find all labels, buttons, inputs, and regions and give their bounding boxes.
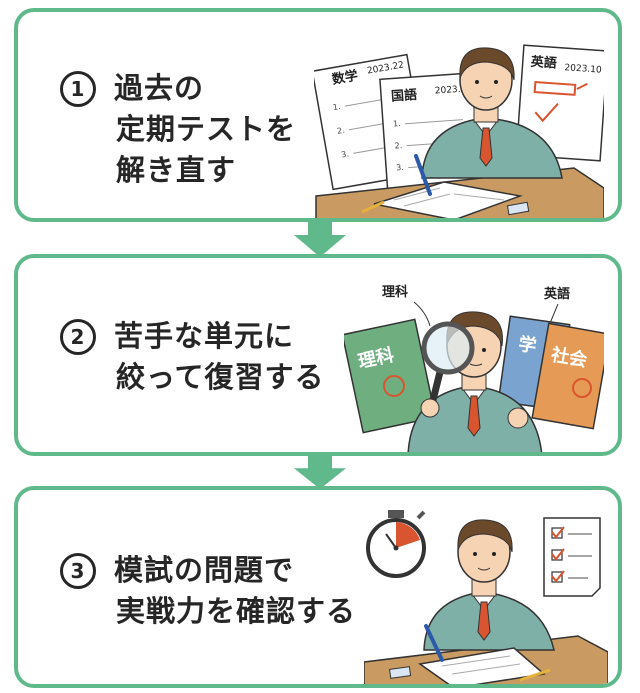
paper-math-subject: 数学 xyxy=(331,68,359,88)
paper-english-subject: 英語 xyxy=(529,54,557,72)
step-1-line-1: 過去の xyxy=(114,71,205,105)
paper-english-date: 2023.10 xyxy=(564,63,602,76)
checklist-icon xyxy=(543,517,601,597)
student-reviewing-tests-illustration: 数学 2023.22 1. 2. 3. 国語 2023.6 1. 2. 3. 英… xyxy=(314,44,604,218)
circled-number-icon: 2 xyxy=(60,319,96,355)
step-1-text: 1 過去の 定期テストを 解き直す xyxy=(60,68,296,192)
step-3-line-2: 実戦力を確認する xyxy=(116,594,357,629)
paper-japanese-date: 2023.6 xyxy=(435,84,467,96)
step-3-text: 3 模試の問題で 実戦力を確認する xyxy=(60,550,356,632)
step-1-line-2: 定期テストを xyxy=(116,112,297,147)
student xyxy=(423,519,555,651)
social-book: 社会 xyxy=(531,322,604,430)
svg-text:2.: 2. xyxy=(394,141,402,151)
pencil-icon xyxy=(414,154,432,196)
math-book-label: 学 xyxy=(517,333,538,357)
step-card-3: 3 模試の問題で 実戦力を確認する xyxy=(14,486,622,688)
circled-number-icon: 1 xyxy=(60,71,96,107)
science-book: 理科 xyxy=(344,318,437,434)
student-mock-exam-illustration xyxy=(364,510,608,684)
stopwatch-icon xyxy=(366,510,426,578)
step-card-1: 1 過去の 定期テストを 解き直す 数学 2023.22 1. 2. 3. 国語 … xyxy=(14,8,622,222)
pencil-icon xyxy=(424,624,444,662)
svg-text:2.: 2. xyxy=(336,126,345,136)
circled-number-icon: 3 xyxy=(60,553,96,589)
student xyxy=(421,47,563,179)
paper-japanese-subject: 国語 xyxy=(391,87,418,105)
step-2-line-2: 絞って復習する xyxy=(116,360,325,395)
step-card-2: 2 苦手な単元に 絞って復習する 理科 英語 学 社会 理科 xyxy=(14,254,622,456)
english-tag-label: 英語 xyxy=(543,286,570,302)
step-3-line-1: 模試の問題で xyxy=(114,553,295,587)
step-2-text: 2 苦手な単元に 絞って復習する xyxy=(60,316,325,398)
down-arrow-icon xyxy=(294,455,346,489)
step-2-line-1: 苦手な単元に xyxy=(114,319,295,353)
eraser-icon xyxy=(388,666,412,679)
eraser-icon xyxy=(506,201,530,216)
magnifier-icon xyxy=(420,321,475,418)
student-with-magnifier-illustration: 理科 英語 学 社会 理科 xyxy=(344,284,604,452)
svg-text:1.: 1. xyxy=(393,119,401,129)
svg-text:3.: 3. xyxy=(396,163,404,173)
notebook xyxy=(373,181,523,218)
step-1-line-3: 解き直す xyxy=(116,153,237,188)
down-arrow-icon xyxy=(294,221,346,257)
svg-text:1.: 1. xyxy=(332,102,341,112)
test-paper-english: 英語 2023.10 xyxy=(515,44,604,162)
answer-sheet xyxy=(418,647,546,684)
svg-text:3.: 3. xyxy=(341,149,350,159)
science-tag-label: 理科 xyxy=(382,284,408,300)
